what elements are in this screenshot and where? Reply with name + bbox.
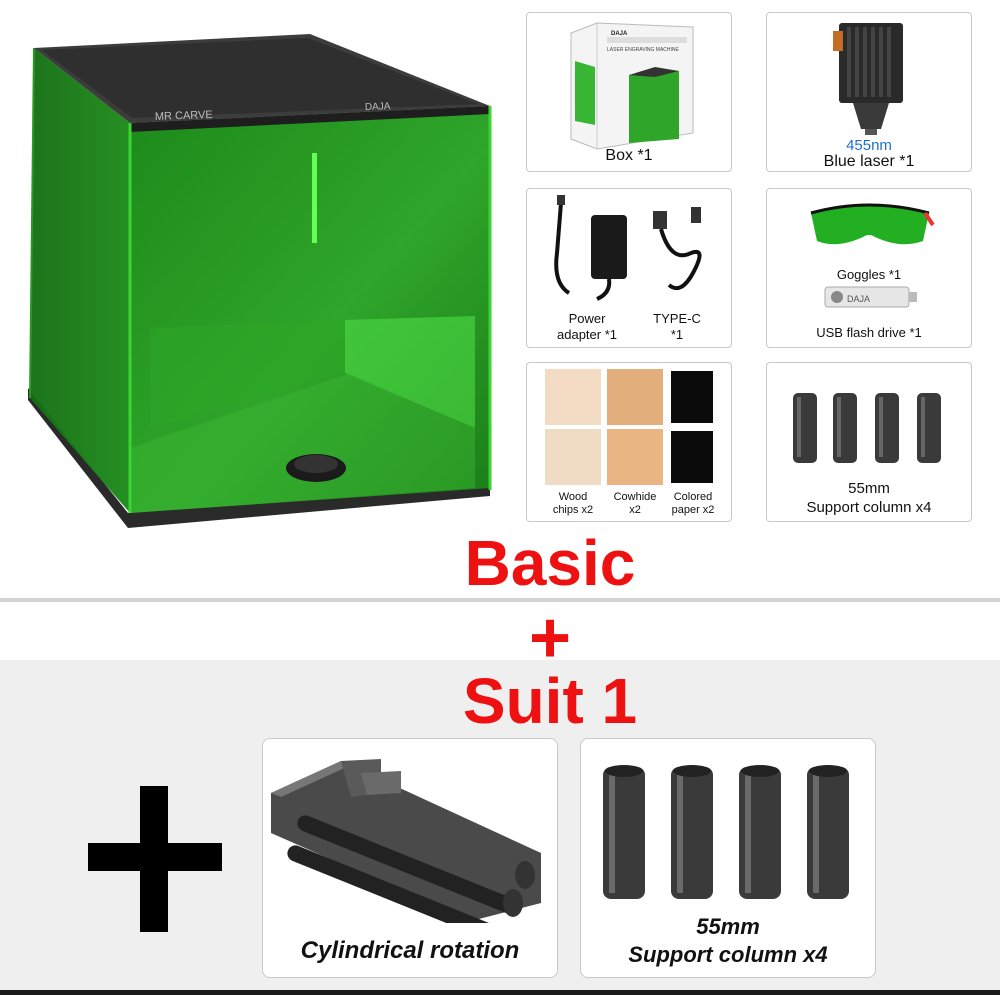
cylindrical-rotation-label: Cylindrical rotation (300, 937, 520, 964)
addon-support-columns-icon (603, 765, 849, 899)
wood-chips-line2: chips x2 (552, 504, 594, 516)
power-adapter-label-line2: adapter *1 (557, 327, 617, 342)
cables-card: Power adapter *1 TYPE-C *1 (526, 188, 732, 348)
goggles-usb-card: Goggles *1 DAJA USB flash drive *1 (766, 188, 972, 348)
colored-paper-swatch (671, 371, 713, 423)
box-icon: DAJA LASER ENGRAVING MACHINE (570, 22, 694, 150)
usb-drive-label: USB flash drive *1 (816, 325, 922, 340)
wood-chips-line1: Wood (558, 491, 588, 503)
box-card: DAJA LASER ENGRAVING MACHINE Box *1 (526, 12, 732, 172)
type-c-label-line1: TYPE-C (653, 311, 701, 326)
addon-support-columns-label: 55mm Support column x4 (581, 913, 875, 969)
cowhide-swatch (607, 369, 663, 425)
laser-wavelength: 455nm (846, 137, 892, 154)
support-columns-line1: 55mm (848, 480, 890, 497)
addon-support-columns-line2: Support column x4 (628, 942, 828, 967)
lid-brand-text-right: DAJA (365, 101, 391, 113)
box-label: Box *1 (605, 147, 653, 164)
laser-engraver-image: MR CARVE DAJA (20, 28, 500, 538)
usb-c-cable-icon (653, 207, 702, 290)
basic-title: Basic (464, 527, 636, 599)
addon-support-columns-card: 55mm Support column x4 (580, 738, 876, 978)
power-adapter-icon (554, 195, 627, 301)
box-caption-text: LASER ENGRAVING MACHINE (607, 47, 680, 53)
support-columns-icon (793, 393, 941, 463)
power-adapter-label: Power adapter *1 (533, 311, 641, 343)
cowhide-line1: Cowhide (613, 491, 657, 503)
add-plus-icon (88, 786, 222, 932)
power-adapter-label-line1: Power (568, 311, 606, 326)
section-divider (0, 598, 1000, 602)
support-columns-line2: Support column x4 (806, 499, 932, 516)
plus-sign: + (528, 598, 572, 678)
usb-drive-text: DAJA (847, 294, 870, 304)
colored-paper-swatch (671, 431, 713, 483)
laser-module-icon (833, 23, 903, 135)
usb-drive-icon: DAJA (824, 286, 917, 308)
cylindrical-rotation-card: Cylindrical rotation (262, 738, 558, 978)
rotary-roller-icon (271, 759, 541, 923)
box-brand-text: DAJA (611, 31, 628, 37)
bottom-border (0, 990, 1000, 995)
support-columns-label: 55mm Support column x4 (767, 479, 971, 517)
type-c-label-line2: *1 (670, 327, 684, 342)
blue-laser-label: Blue laser *1 (823, 153, 915, 170)
colored-paper-line1: Colored (673, 491, 713, 503)
materials-card: Wood chips x2 Cowhide x2 Colored paper x… (526, 362, 732, 522)
wood-chip-swatch (545, 369, 601, 425)
cowhide-label: Cowhide x2 (603, 491, 667, 517)
blue-laser-card: 455nm Blue laser *1 (766, 12, 972, 172)
colored-paper-line2: paper x2 (671, 504, 715, 516)
colored-paper-label: Colored paper x2 (663, 491, 723, 517)
cowhide-line2: x2 (629, 504, 641, 516)
goggles-label: Goggles *1 (836, 267, 902, 282)
support-columns-card: 55mm Support column x4 (766, 362, 972, 522)
addon-support-columns-line1: 55mm (696, 914, 760, 939)
suit-title: Suit 1 (462, 665, 638, 737)
type-c-label: TYPE-C *1 (637, 311, 717, 343)
lid-brand-text: MR CARVE (155, 109, 213, 123)
goggles-icon (810, 203, 935, 245)
wood-chips-label: Wood chips x2 (541, 491, 605, 517)
cowhide-swatch (607, 429, 663, 485)
wood-chip-swatch (545, 429, 601, 485)
